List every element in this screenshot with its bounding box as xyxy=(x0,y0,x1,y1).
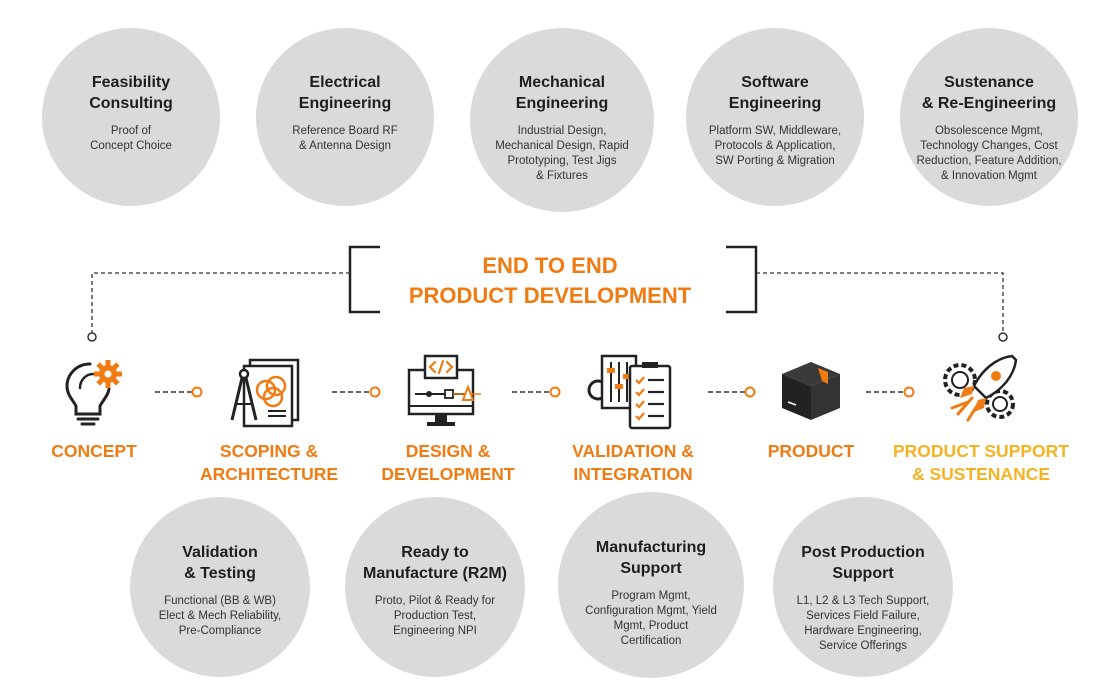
stage-connector-2 xyxy=(332,386,381,398)
circle-description: Platform SW, Middleware, Protocols & App… xyxy=(708,125,842,167)
validation-testing-circle: Validation & Testing Functional (BB & WB… xyxy=(130,497,310,677)
title-line-1: END TO END xyxy=(482,253,618,278)
stage-label-validation-integration: VALIDATION & INTEGRATION xyxy=(572,441,694,484)
rocket-gears-icon xyxy=(943,354,1018,422)
code-monitor-icon xyxy=(407,354,481,426)
circle-description: Program Mgmt, Configuration Mgmt, Yield … xyxy=(585,590,717,647)
lightbulb-gear-icon xyxy=(65,360,122,426)
stage-label-product-support-sustenance: PRODUCT SUPPORT & SUSTENANCE xyxy=(893,441,1069,484)
right-bracket xyxy=(726,245,758,314)
feasibility-consulting-circle: Feasibility Consulting Proof of Concept … xyxy=(42,28,220,206)
stage-label-concept: CONCEPT xyxy=(51,441,137,461)
circle-title: Validation & Testing xyxy=(182,544,258,582)
stage-connector-4 xyxy=(708,386,756,398)
electrical-engineering-circle: Electrical Engineering Reference Board R… xyxy=(256,28,434,206)
stage-label-design-development: DESIGN & DEVELOPMENT xyxy=(381,441,515,484)
stage-connector-1 xyxy=(155,386,203,398)
right-dashed-connector xyxy=(756,272,1004,334)
circle-description: Functional (BB & WB) Elect & Mech Reliab… xyxy=(158,595,282,637)
circle-description: Reference Board RF & Antenna Design xyxy=(292,125,398,152)
software-engineering-circle: Software Engineering Platform SW, Middle… xyxy=(686,28,864,206)
circle-title: Mechanical Engineering xyxy=(515,74,609,112)
ready-to-manufacture-circle: Ready to Manufacture (R2M) Proto, Pilot … xyxy=(345,497,525,677)
left-bracket xyxy=(348,245,380,314)
sustenance-re-engineering-circle: Sustenance & Re-Engineering Obsolescence… xyxy=(900,28,1078,206)
circle-title: Ready to Manufacture (R2M) xyxy=(362,544,507,582)
circle-title: Electrical Engineering xyxy=(298,74,392,112)
circle-title: Post Production Support xyxy=(801,544,925,582)
manufacturing-support-circle: Manufacturing Support Program Mgmt, Conf… xyxy=(558,492,744,678)
post-production-support-circle: Post Production Support L1, L2 & L3 Tech… xyxy=(773,497,953,677)
title-line-2: PRODUCT DEVELOPMENT xyxy=(408,283,692,308)
blueprint-compass-icon xyxy=(230,358,300,428)
circle-description: Obsolescence Mgmt, Technology Changes, C… xyxy=(916,125,1062,182)
circle-description: Industrial Design, Mechanical Design, Ra… xyxy=(495,125,629,182)
circle-description: Proto, Pilot & Ready for Production Test… xyxy=(374,595,496,637)
circle-description: L1, L2 & L3 Tech Support, Services Field… xyxy=(796,595,930,652)
circle-title: Feasibility Consulting xyxy=(89,74,173,112)
stage-connector-5 xyxy=(866,386,915,398)
box-icon xyxy=(782,362,840,420)
circle-title: Software Engineering xyxy=(728,74,822,112)
circle-title: Manufacturing Support xyxy=(595,539,707,577)
mechanical-engineering-circle: Mechanical Engineering Industrial Design… xyxy=(470,28,654,212)
right-connector-dot xyxy=(998,332,1008,342)
checklist-controls-icon xyxy=(587,354,672,430)
stage-label-scoping-architecture: SCOPING & ARCHITECTURE xyxy=(199,441,339,484)
circle-description: Proof of Concept Choice xyxy=(90,125,172,152)
left-dashed-connector xyxy=(91,272,350,334)
left-connector-dot xyxy=(87,332,97,342)
stage-connector-3 xyxy=(512,386,561,398)
circle-title: Sustenance & Re-Engineering xyxy=(921,74,1057,112)
stage-label-product: PRODUCT xyxy=(767,441,855,461)
